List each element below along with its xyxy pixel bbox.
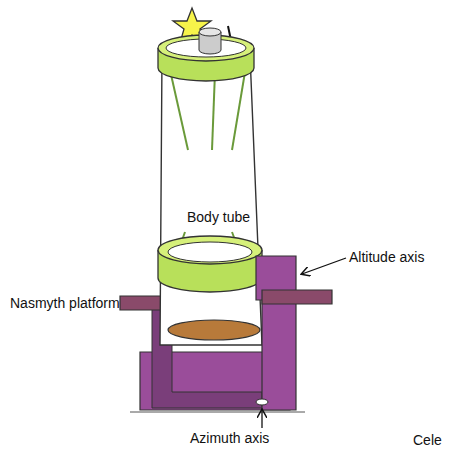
part-label: Altitude axis — [349, 249, 424, 265]
part-label: Body tube — [185, 209, 252, 225]
part-label: Cele — [413, 432, 442, 448]
part-label: Azimuth axis — [190, 430, 269, 446]
part-label: Nasmyth platform — [10, 295, 120, 311]
